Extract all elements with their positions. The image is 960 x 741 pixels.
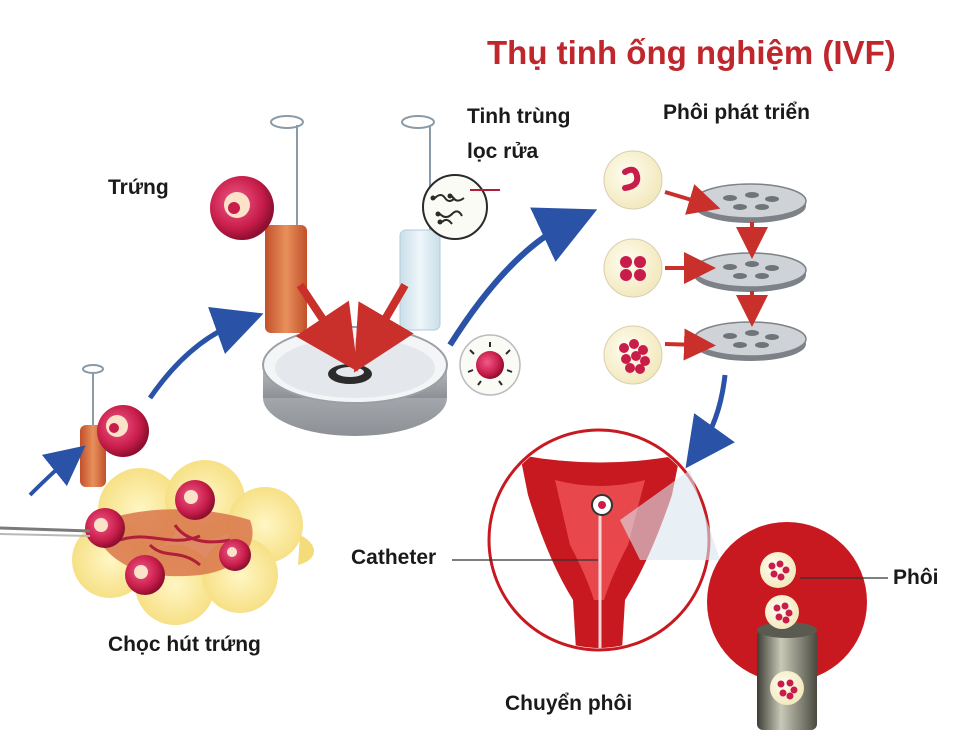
egg-icon	[210, 176, 274, 240]
follicle-egg-icon	[85, 508, 125, 548]
catheter-label: Catheter	[351, 546, 437, 569]
embryo-growth-label: Phôi phát triển	[663, 101, 810, 124]
red-arrow	[353, 282, 414, 373]
uterus-illustration	[487, 428, 720, 652]
fertilized-egg-icon	[459, 334, 521, 396]
egg-retrieval-label: Chọc hút trứng	[108, 633, 261, 656]
embryo-cell-4-icon	[603, 238, 663, 298]
petri-dish	[262, 326, 448, 436]
sperm-magnified-icon	[422, 174, 500, 240]
culture-plate	[693, 183, 807, 223]
red-arrow	[664, 328, 716, 361]
ovary-illustration	[72, 460, 315, 625]
blue-arrow	[685, 374, 735, 469]
red-arrow	[295, 282, 358, 372]
blue-arrow	[147, 306, 264, 400]
follicle-egg-icon	[219, 539, 251, 571]
embryo-cell-1-icon	[603, 150, 663, 210]
follicle-egg-icon	[175, 480, 215, 520]
page-title: Thụ tinh ống nghiệm (IVF)	[487, 34, 896, 71]
blue-arrow	[447, 207, 598, 347]
egg-test-tube	[265, 115, 307, 333]
culture-plate	[693, 252, 807, 292]
magnified-embryo-illustration	[707, 522, 867, 730]
embryo-cell-8-icon	[603, 325, 663, 385]
blue-arrow	[28, 445, 86, 497]
retrieval-needle	[0, 526, 91, 537]
sperm-label-line1: Tinh trùng	[467, 105, 571, 128]
follicle-egg-icon	[125, 555, 165, 595]
embryo-transfer-label: Chuyển phôi	[505, 692, 633, 715]
sperm-label-line2: lọc rửa	[467, 140, 539, 163]
egg-label: Trứng	[108, 176, 169, 199]
culture-plate	[693, 321, 807, 361]
embryo-label: Phôi	[893, 566, 939, 589]
red-arrow	[664, 184, 721, 215]
retrieved-egg-icon	[97, 405, 149, 457]
